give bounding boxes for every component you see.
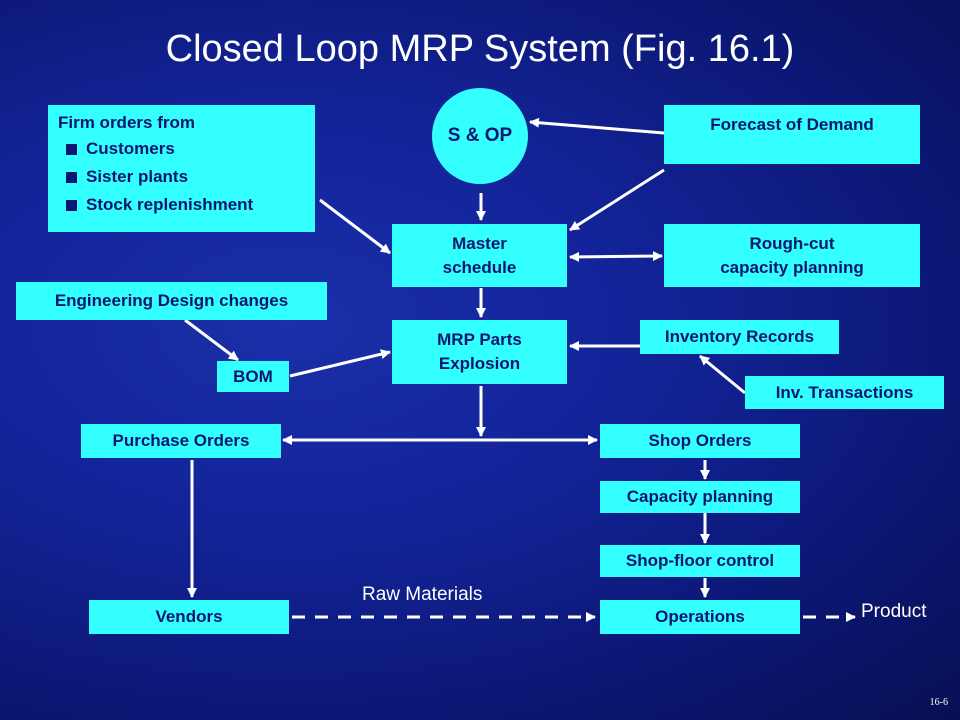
- arrow-firm-to-master: [319, 198, 391, 255]
- inventory-records-box: Inventory Records: [640, 320, 839, 354]
- rough-cut-line-1: Rough-cut: [749, 233, 835, 253]
- forecast-of-demand-box: Forecast of Demand: [664, 105, 920, 164]
- shop-orders-box: Shop Orders: [600, 424, 800, 458]
- mrp-line-1: MRP Parts: [437, 330, 522, 349]
- operations-box: Operations: [600, 600, 800, 634]
- inv-transactions-box: Inv. Transactions: [745, 376, 944, 409]
- shop-floor-control-box: Shop-floor control: [600, 545, 800, 577]
- firm-orders-item: Sister plants: [65, 163, 253, 191]
- engineering-design-changes-box: Engineering Design changes: [16, 282, 327, 320]
- shop-orders-label: Shop Orders: [648, 431, 752, 450]
- arrow-invtrans-to-inventory: [699, 354, 746, 395]
- mrp-line-2: Explosion: [438, 354, 521, 373]
- inventory-records-label: Inventory Records: [664, 327, 815, 346]
- mrp-parts-explosion-box: MRP Parts Explosion: [392, 320, 567, 384]
- arrow-bom-to-mrp: [289, 349, 391, 378]
- rough-cut-line-2: capacity planning: [720, 257, 864, 277]
- shop-floor-label: Shop-floor control: [625, 551, 775, 570]
- bom-label: BOM: [233, 366, 273, 386]
- capacity-planning-box: Capacity planning: [600, 481, 800, 513]
- page-number: 16-6: [929, 697, 948, 708]
- forecast-label: Forecast of Demand: [710, 115, 874, 134]
- product-label: Product: [861, 601, 927, 622]
- inv-transactions-label: Inv. Transactions: [775, 382, 914, 402]
- arrow-eng-to-bom: [184, 318, 239, 362]
- arrow-forecast-to-sop: [529, 117, 665, 135]
- engineering-label: Engineering Design changes: [54, 291, 289, 310]
- firm-orders-box: Firm orders from Customers Sister plants…: [48, 105, 315, 232]
- master-schedule-line-1: Master: [452, 233, 507, 253]
- arrow-forecast-to-master: [569, 168, 665, 232]
- raw-materials-label: Raw Materials: [362, 584, 483, 605]
- purchase-orders-box: Purchase Orders: [81, 424, 281, 458]
- master-schedule-line-2: schedule: [442, 257, 517, 277]
- firm-orders-item: Stock replenishment: [65, 191, 253, 219]
- vendors-box: Vendors: [89, 600, 289, 634]
- bom-box: BOM: [217, 361, 289, 392]
- master-schedule-box: Master schedule: [392, 224, 567, 287]
- vendors-label: Vendors: [155, 607, 223, 626]
- slide-title: Closed Loop MRP System (Fig. 16.1): [165, 28, 795, 70]
- firm-orders-item: Customers: [65, 135, 253, 163]
- sop-circle: S & OP: [432, 88, 528, 184]
- capacity-planning-label: Capacity planning: [626, 487, 774, 506]
- purchase-orders-label: Purchase Orders: [112, 431, 250, 450]
- operations-label: Operations: [655, 607, 745, 626]
- arrow-master-roughcut: [569, 251, 663, 262]
- firm-orders-heading: Firm orders from: [58, 113, 195, 132]
- rough-cut-capacity-box: Rough-cut capacity planning: [664, 224, 920, 287]
